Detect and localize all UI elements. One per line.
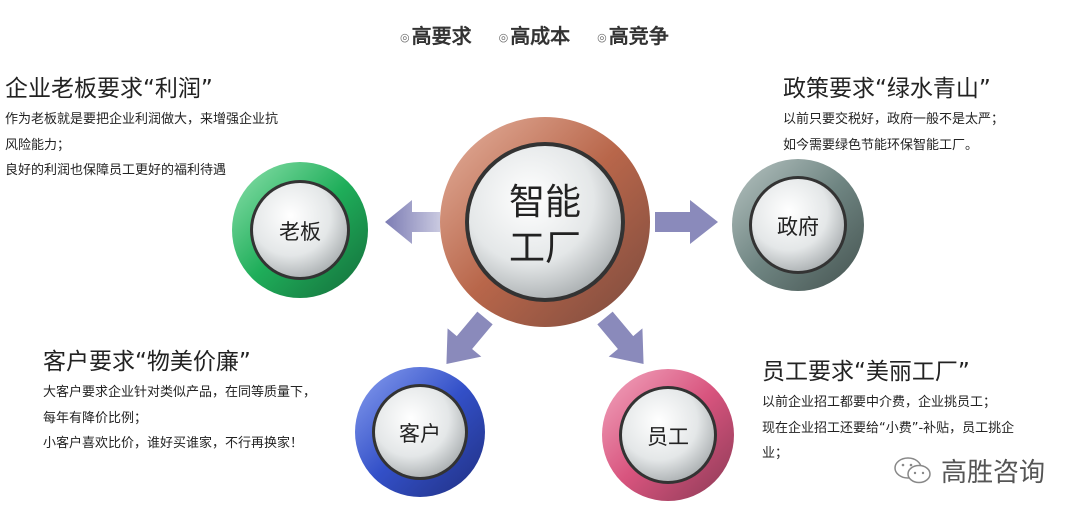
staff-block: 员工要求“美丽工厂” 以前企业招工都要中介费，企业挑员工； 现在企业招工还要给“…: [762, 352, 1014, 467]
node-boss-label: 老板: [279, 220, 321, 244]
tag-label: 高要求: [411, 24, 472, 48]
bullet-icon: ◎: [400, 31, 410, 44]
block-line: 风险能力；: [5, 137, 71, 153]
block-line: 业；: [762, 446, 789, 461]
block-line: 如今需要绿色节能环保智能工厂。: [783, 137, 979, 153]
arrow-to-boss: [385, 200, 440, 244]
header-tags: ◎高要求 ◎高成本 ◎高竞争: [400, 20, 689, 49]
block-line: 大客户要求企业针对类似产品，在同等质量下，: [43, 385, 317, 400]
block-line: 小客户喜欢比价，谁好买谁家，不行再换家！: [43, 436, 304, 451]
block-line: 每年有降价比例；: [43, 410, 148, 426]
center-circle: [440, 117, 650, 327]
tag-label: 高竞争: [608, 24, 669, 48]
block-title: 客户要求“物美价廉”: [43, 349, 251, 375]
node-gov-label: 政府: [777, 215, 819, 239]
boss-circle: [232, 162, 368, 298]
center-label-line1: 智能: [508, 182, 581, 223]
boss-block: 企业老板要求“利润” 作为老板就是要把企业利润做大，来增强企业抗 风险能力； 良…: [5, 69, 278, 184]
bullet-icon: ◎: [597, 31, 607, 44]
center-label-line2: 工厂: [508, 228, 581, 269]
block-line: 以前企业招工都要中介费，企业挑员工；: [762, 395, 997, 410]
tag-high-cost: ◎高成本: [499, 24, 571, 48]
block-title: 政策要求“绿水青山”: [783, 76, 991, 102]
customer-circle: [355, 367, 485, 497]
arrow-to-staff: [597, 311, 644, 364]
block-title: 企业老板要求“利润”: [5, 76, 213, 102]
wechat-icon: [894, 456, 931, 483]
watermark: 高胜咨询: [893, 452, 1045, 489]
arrow-to-customer: [446, 311, 493, 364]
tag-high-requirement: ◎高要求: [400, 24, 472, 48]
block-line: 作为老板就是要把企业利润做大，来增强企业抗: [5, 112, 279, 127]
gov-circle: [732, 159, 864, 291]
block-line: 现在企业招工还要给“小费”-补贴，员工挑企: [762, 420, 1015, 436]
watermark-text: 高胜咨询: [941, 458, 1046, 488]
bullet-icon: ◎: [498, 31, 509, 44]
node-staff-label: 员工: [647, 425, 689, 449]
block-line: 良好的利润也保障员工更好的福利待遇: [5, 163, 227, 178]
center-label: 智能 工厂: [495, 180, 595, 272]
node-customer-label: 客户: [399, 422, 441, 446]
gov-block: 政策要求“绿水青山” 以前只要交税好，政府一般不是太严； 如今需要绿色节能环保智…: [783, 69, 1004, 158]
tag-label: 高成本: [510, 24, 571, 48]
customer-block: 客户要求“物美价廉” 大客户要求企业针对类似产品，在同等质量下， 每年有降价比例…: [43, 342, 316, 457]
arrow-to-gov: [655, 200, 718, 244]
block-line: 以前只要交税好，政府一般不是太严；: [783, 112, 1005, 127]
staff-circle: [602, 369, 734, 501]
block-title: 员工要求“美丽工厂”: [762, 359, 970, 385]
tag-high-competition: ◎高竞争: [597, 24, 669, 48]
